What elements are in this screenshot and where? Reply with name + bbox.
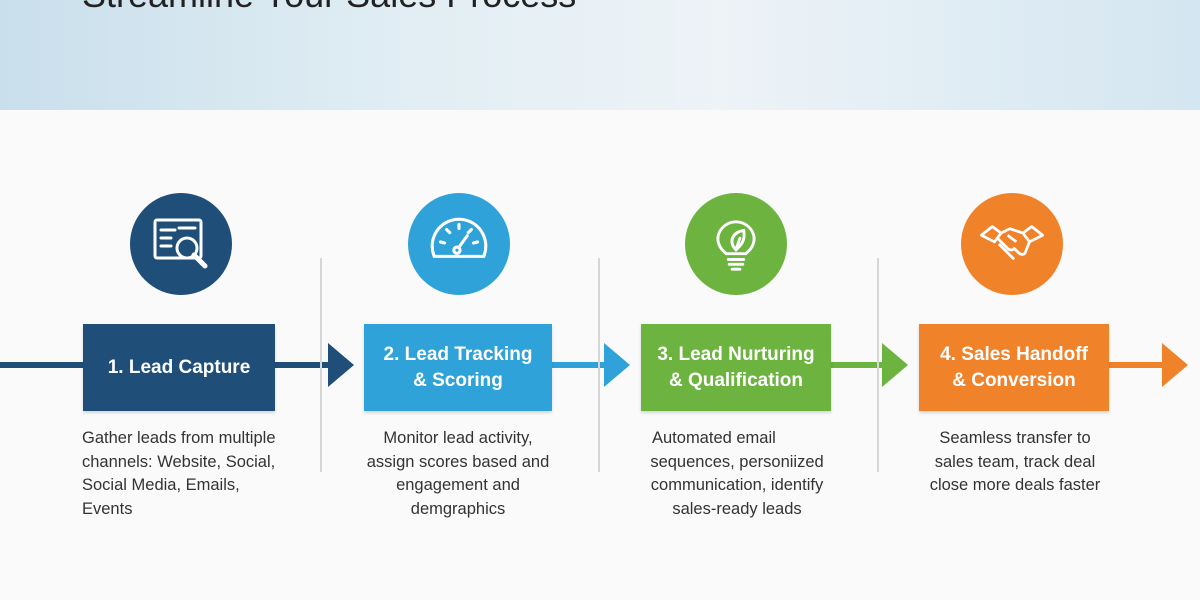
desc-line: sales-ready leads: [672, 499, 802, 518]
step-1-description: Gather leads from multiple channels: Web…: [82, 427, 312, 521]
step-3-label-line2: & Qualification: [668, 369, 804, 391]
header-band: Streamline Your Sales Process: [0, 0, 1200, 110]
divider: [598, 258, 600, 472]
arrow-1-icon: [328, 343, 354, 387]
page-title: Streamline Your Sales Process: [82, 0, 576, 16]
step-3-box: 3. Lead Nurturing & Qualification: [641, 324, 831, 411]
step-1-label: 1. Lead Capture: [107, 356, 251, 378]
flow-line-3: [831, 362, 891, 368]
speedometer-icon: [408, 193, 510, 295]
step-3-description: Automated email sequences, personiized c…: [624, 427, 850, 521]
arrow-4-icon: [1162, 343, 1188, 387]
step-2-box: 2. Lead Tracking & Scoring: [364, 324, 552, 411]
step-4-box: 4. Sales Handoff & Conversion: [919, 324, 1109, 411]
step-3-label-line1: 3. Lead Nurturing: [657, 343, 815, 365]
flow-line-2: [552, 362, 612, 368]
step-4-label-line1: 4. Sales Handoff: [940, 343, 1088, 365]
desc-line: demgraphics: [410, 499, 506, 518]
desc-line: channels: Website, Social,: [82, 452, 276, 471]
flow-line-4: [1109, 362, 1171, 368]
lightbulb-leaf-icon: [685, 193, 787, 295]
desc-line: Events: [82, 499, 133, 518]
desc-line: Automated email: [652, 429, 776, 447]
handshake-icon: [961, 193, 1063, 295]
step-2-label-line1: 2. Lead Tracking: [383, 343, 533, 365]
step-2-label-line2: & Scoring: [413, 369, 503, 391]
arrow-2-icon: [604, 343, 630, 387]
desc-line: Social Media, Emails,: [82, 476, 240, 494]
desc-line: sequences, personiized: [650, 452, 824, 471]
desc-line: sales team, track deal: [934, 452, 1096, 471]
divider: [320, 258, 322, 472]
desc-line: engagement and: [396, 476, 520, 494]
desc-line: Monitor lead activity,: [383, 429, 533, 447]
step-4-description: Seamless transfer to sales team, track d…: [902, 427, 1128, 498]
desc-line: assign scores based and: [366, 452, 550, 471]
step-4-label-line2: & Conversion: [952, 369, 1076, 391]
desc-line: close more deals faster: [929, 476, 1101, 494]
desc-line: communication, identify: [650, 476, 824, 494]
document-search-icon: [130, 193, 232, 295]
divider: [877, 258, 879, 472]
step-2-description: Monitor lead activity, assign scores bas…: [345, 427, 571, 521]
desc-line: Gather leads from multiple: [82, 429, 276, 447]
step-1-box: 1. Lead Capture: [83, 324, 275, 411]
arrow-3-icon: [882, 343, 908, 387]
desc-line: Seamless transfer to: [939, 429, 1091, 447]
